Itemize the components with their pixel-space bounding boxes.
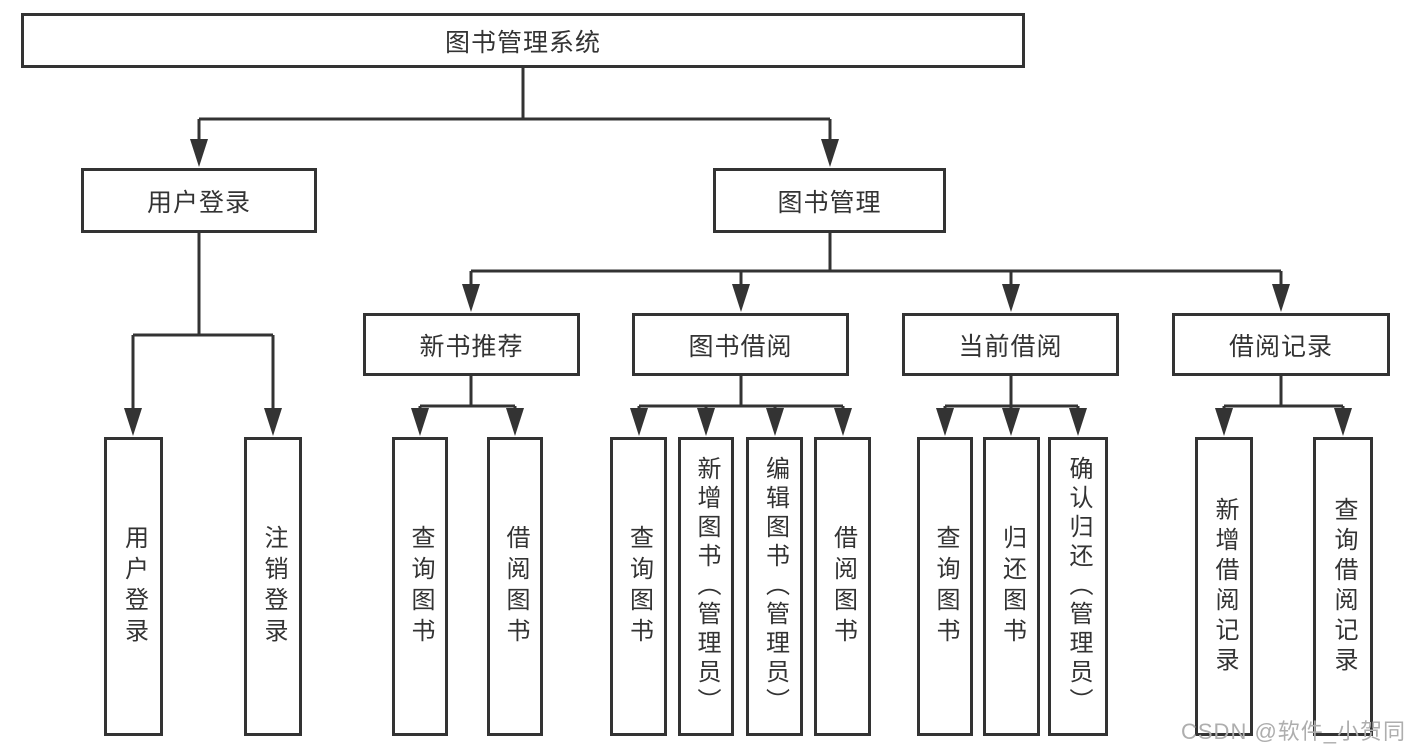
leaf-current-query-books-label: 查询图书 [932, 524, 959, 649]
leaf-current-query-books: 查询图书 [917, 437, 973, 736]
leaf-records-query-record: 查询借阅记录 [1313, 437, 1373, 736]
leaf-borrowing-add-books-admin: 新增图书（管理员） [678, 437, 734, 736]
node-library-system: 图书管理系统 [21, 13, 1025, 68]
node-new-book-recommend: 新书推荐 [363, 313, 580, 376]
arrowheads-level2 [190, 139, 839, 167]
node-book-management: 图书管理 [713, 168, 946, 233]
leaf-logout: 注销登录 [244, 437, 302, 736]
leaf-current-confirm-return-admin-label: 确认归还（管理员） [1065, 456, 1092, 717]
connector-user-login-children [131, 231, 275, 412]
node-new-book-recommend-label: 新书推荐 [419, 332, 524, 361]
node-current-borrowing: 当前借阅 [902, 313, 1119, 376]
leaf-records-add-record: 新增借阅记录 [1195, 437, 1253, 736]
leaf-borrowing-borrow-books: 借阅图书 [814, 437, 871, 736]
arrowheads-current-borrow-children [936, 408, 1087, 436]
node-user-login-label: 用户登录 [146, 188, 251, 217]
node-user-login: 用户登录 [81, 168, 317, 233]
leaf-newbooks-query-books: 查询图书 [392, 437, 448, 736]
leaf-user-login: 用户登录 [104, 437, 163, 736]
arrowheads-borrow-records-children [1215, 408, 1352, 436]
connector-book-mgmt-to-level3 [469, 231, 1283, 288]
connector-borrow-records-children [1222, 374, 1345, 412]
arrowheads-new-books-children [411, 408, 524, 436]
leaf-current-confirm-return-admin: 确认归还（管理员） [1048, 437, 1108, 736]
csdn-watermark: CSDN @软件_小贺同学 [1181, 719, 1405, 744]
connector-book-borrow-children [637, 374, 845, 412]
leaf-records-add-record-label: 新增借阅记录 [1211, 496, 1238, 677]
arrowheads-level3 [462, 284, 1290, 312]
node-book-borrowing-label: 图书借阅 [688, 332, 793, 361]
node-library-system-label: 图书管理系统 [444, 28, 601, 57]
node-book-management-label: 图书管理 [777, 188, 882, 217]
node-borrow-records: 借阅记录 [1172, 313, 1390, 376]
leaf-borrowing-add-books-admin-label: 新增图书（管理员） [693, 456, 720, 717]
node-borrow-records-label: 借阅记录 [1228, 332, 1333, 361]
leaf-user-login-label: 用户登录 [120, 524, 148, 649]
arrowheads-user-login-children [124, 408, 282, 436]
connector-current-borrow-children [943, 374, 1080, 412]
leaf-borrowing-borrow-books-label: 借阅图书 [829, 524, 857, 649]
leaf-newbooks-borrow-books: 借阅图书 [487, 437, 543, 736]
node-current-borrowing-label: 当前借阅 [958, 332, 1063, 361]
connector-new-books-children [418, 374, 517, 412]
leaf-borrowing-query-books-label: 查询图书 [625, 524, 653, 649]
arrowheads-book-borrow-children [630, 408, 852, 436]
leaf-borrowing-query-books: 查询图书 [610, 437, 667, 736]
node-book-borrowing: 图书借阅 [632, 313, 849, 376]
connector-root-to-level2 [197, 65, 832, 143]
leaf-newbooks-borrow-books-label: 借阅图书 [502, 524, 529, 649]
leaf-borrowing-edit-books-admin-label: 编辑图书（管理员） [761, 456, 789, 717]
leaf-current-return-books-label: 归还图书 [998, 524, 1026, 649]
leaf-newbooks-query-books-label: 查询图书 [407, 524, 434, 649]
leaf-records-query-record-label: 查询借阅记录 [1330, 496, 1357, 677]
leaf-logout-label: 注销登录 [260, 524, 287, 649]
leaf-borrowing-edit-books-admin: 编辑图书（管理员） [746, 437, 803, 736]
leaf-current-return-books: 归还图书 [983, 437, 1040, 736]
